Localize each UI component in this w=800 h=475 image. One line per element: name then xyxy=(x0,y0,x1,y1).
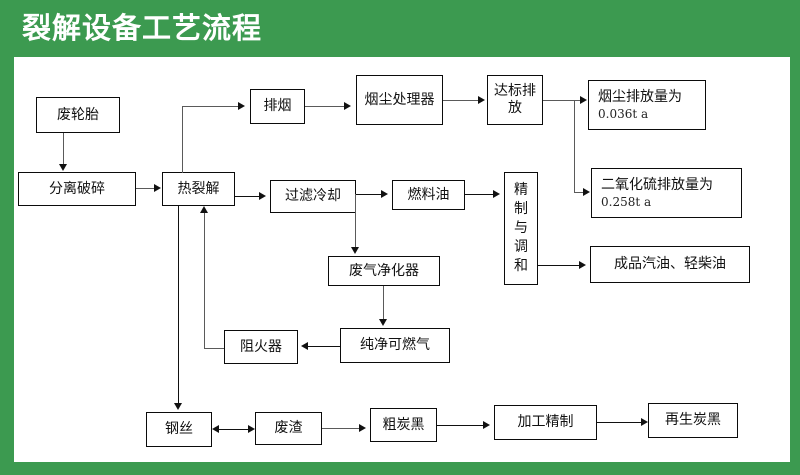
refine-char-4: 和 xyxy=(514,258,528,274)
arrow-wire-to-residue xyxy=(248,425,255,433)
arrow-filter-to-purifier xyxy=(351,247,359,254)
refine-char-3: 调 xyxy=(514,239,528,255)
edge-crush-to-cracking xyxy=(136,188,155,190)
node-refine-blend[interactable]: 精 制 与 调 和 xyxy=(504,172,538,285)
arrow-arrester-to-cracking xyxy=(200,206,208,213)
node-dust-treatment[interactable]: 烟尘处理器 xyxy=(356,75,443,125)
node-recycled-carbon-black[interactable]: 再生炭黑 xyxy=(648,403,738,438)
node-gas-purifier[interactable]: 废气净化器 xyxy=(328,256,440,286)
node-filter-cooling[interactable]: 过滤冷却 xyxy=(270,180,356,213)
edge-standard-to-dust-emission xyxy=(574,100,580,102)
edge-cracking-up xyxy=(182,107,184,173)
edge-residue-to-crude xyxy=(322,428,359,430)
node-flame-arrester[interactable]: 阻火器 xyxy=(224,330,298,364)
node-finished-products[interactable]: 成品汽油、轻柴油 xyxy=(590,246,750,283)
node-processing-refining[interactable]: 加工精制 xyxy=(494,405,597,440)
edge-dust-to-standard xyxy=(443,100,478,102)
node-exhaust-smoke[interactable]: 排烟 xyxy=(250,89,305,124)
edge-standard-out xyxy=(543,100,575,102)
page-title: 裂解设备工艺流程 xyxy=(22,11,263,45)
arrow-gas-to-arrester xyxy=(301,342,308,350)
edge-cracking-to-smoke xyxy=(182,106,238,108)
edge-tire-to-crush xyxy=(63,133,65,166)
edge-gas-to-arrester xyxy=(308,346,340,348)
edge-fuel-to-refine xyxy=(465,194,493,196)
edge-filter-down xyxy=(355,194,357,249)
refine-char-2: 与 xyxy=(514,220,528,236)
arrow-processing-to-recycled xyxy=(641,418,648,426)
edge-refine-to-products xyxy=(538,265,579,267)
edge-standard-to-so2 xyxy=(574,192,583,194)
node-standard-discharge[interactable]: 达标排放 xyxy=(487,75,543,125)
edge-crude-to-processing xyxy=(437,425,483,427)
dust-emission-label: 烟尘排放量为 xyxy=(598,88,682,105)
edge-cracking-to-filter xyxy=(235,196,259,198)
edge-cracking-down-to-wire xyxy=(178,206,180,404)
arrow-filter-to-fuel xyxy=(381,190,388,198)
edge-wire-residue xyxy=(219,429,249,431)
node-crude-carbon-black[interactable]: 粗炭黑 xyxy=(370,408,437,442)
node-thermal-cracking[interactable]: 热裂解 xyxy=(162,172,235,206)
diagram-canvas: 废轮胎 分离破碎 热裂解 排烟 烟尘处理器 达标排放 烟尘排放量为 0.036t… xyxy=(14,57,790,462)
edge-arrester-left xyxy=(204,348,224,350)
arrow-smoke-to-dust xyxy=(344,102,351,110)
edge-processing-to-recycled xyxy=(597,422,641,424)
arrow-residue-to-wire xyxy=(212,425,219,433)
arrow-residue-to-crude xyxy=(359,424,366,432)
node-clean-fuel-gas[interactable]: 纯净可燃气 xyxy=(340,328,450,363)
arrow-fuel-to-refine xyxy=(493,190,500,198)
arrow-crude-to-processing xyxy=(483,421,490,429)
arrow-refine-to-products xyxy=(579,261,586,269)
edge-arrester-up xyxy=(204,213,206,348)
refine-char-0: 精 xyxy=(514,182,528,198)
arrow-cracking-to-wire xyxy=(174,403,182,410)
edge-standard-branch-vertical xyxy=(574,100,576,193)
edge-smoke-to-dust xyxy=(305,106,344,108)
edge-purifier-to-gas xyxy=(383,286,385,320)
node-steel-wire[interactable]: 钢丝 xyxy=(146,412,212,447)
title-banner: 裂解设备工艺流程 xyxy=(0,0,800,57)
node-so2-emission[interactable]: 二氧化硫排放量为 0.258t a xyxy=(591,168,742,218)
arrow-crush-to-cracking xyxy=(154,184,161,192)
so2-emission-value: 0.258t a xyxy=(601,194,652,209)
arrow-cracking-to-smoke xyxy=(238,102,245,110)
node-waste-residue[interactable]: 废渣 xyxy=(255,412,322,445)
refine-char-1: 制 xyxy=(514,201,528,217)
edge-filter-to-fuel xyxy=(356,194,381,196)
arrow-purifier-to-gas xyxy=(379,319,387,326)
node-dust-emission[interactable]: 烟尘排放量为 0.036t a xyxy=(588,80,706,130)
dust-emission-value: 0.036t a xyxy=(598,106,649,121)
arrow-to-so2-emission xyxy=(583,188,590,196)
arrow-to-dust-emission xyxy=(580,96,587,104)
arrow-cracking-to-filter xyxy=(259,192,266,200)
node-fuel-oil[interactable]: 燃料油 xyxy=(392,180,465,210)
node-separate-crush[interactable]: 分离破碎 xyxy=(18,172,136,206)
arrow-tire-to-crush xyxy=(59,164,67,171)
so2-emission-label: 二氧化硫排放量为 xyxy=(601,176,713,193)
node-waste-tire[interactable]: 废轮胎 xyxy=(36,97,120,133)
arrow-dust-to-standard xyxy=(478,96,485,104)
